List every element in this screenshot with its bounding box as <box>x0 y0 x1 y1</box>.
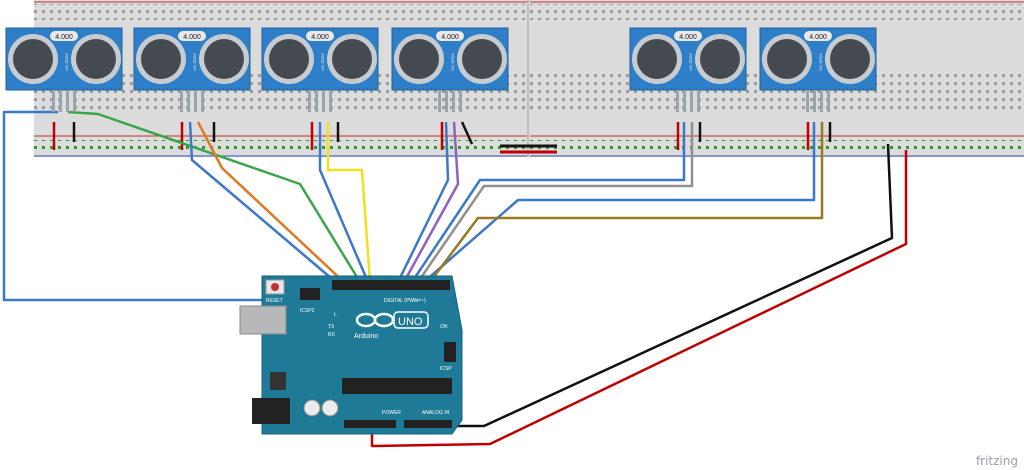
crystal <box>804 31 832 41</box>
sensor-pin <box>73 90 76 112</box>
sensor-pin <box>445 90 448 112</box>
icsp-label: ICSP <box>440 366 452 372</box>
sensor-pin <box>683 90 686 112</box>
crystal-label: 4.000 <box>311 34 329 41</box>
sensor-pin <box>438 90 441 112</box>
sensor-pin <box>187 90 190 112</box>
crystal-label: 4.000 <box>809 34 827 41</box>
arduino-logo: UNO Arduino <box>354 311 429 340</box>
wire-purple <box>402 121 460 283</box>
sensor-pin <box>52 90 55 112</box>
model-label: HC-SR04 <box>192 53 197 71</box>
wire-green <box>67 110 362 283</box>
wire-orange <box>196 121 347 285</box>
capacitor <box>321 399 339 417</box>
sensor-pin <box>322 90 325 112</box>
wire-red-5v <box>370 150 908 448</box>
on-label: ON <box>440 324 448 330</box>
microcontroller-chip <box>342 378 452 394</box>
model-label: HC-SR04 <box>64 53 69 71</box>
power-header <box>344 420 396 428</box>
sensor-pin <box>452 90 455 112</box>
crystal <box>306 31 334 41</box>
sensor-pin <box>201 90 204 112</box>
sensor-pin <box>180 90 183 112</box>
crystal <box>50 31 78 41</box>
icsp2-label: ICSP2 <box>300 308 315 314</box>
voltage-regulator <box>270 372 286 390</box>
wire-yellow <box>326 122 372 283</box>
sensor-pin <box>194 90 197 112</box>
capacitor <box>303 399 321 417</box>
sensor-pin <box>690 90 693 112</box>
crystal-label: 4.000 <box>441 34 459 41</box>
sensor-pin <box>59 90 62 112</box>
sensor-pin <box>813 90 816 112</box>
wire-blue <box>396 121 450 283</box>
sensor-pin <box>806 90 809 112</box>
sensor-pin <box>827 90 830 112</box>
crystal <box>674 31 702 41</box>
wire-blue <box>318 122 370 283</box>
sensor-pin <box>315 90 318 112</box>
sensor-row: 4.000HC-SR044.000HC-SR044.000HC-SR044.00… <box>5 27 877 112</box>
crystal-label: 4.000 <box>679 34 697 41</box>
led-rx-label: RX <box>328 332 336 338</box>
sensor-pin <box>308 90 311 112</box>
sensor-pin <box>459 90 462 112</box>
crystal <box>178 31 206 41</box>
wire-blue <box>188 121 339 285</box>
model-label: HC-SR04 <box>320 53 325 71</box>
wire-blue <box>423 122 816 283</box>
icsp2-header <box>300 288 320 300</box>
wire-black <box>460 121 474 145</box>
model-label: HC-SR04 <box>818 53 823 71</box>
uno-label: UNO <box>398 316 423 328</box>
led-l-label: L <box>334 312 337 318</box>
arduino-brand: Arduino <box>354 333 378 340</box>
crystal-label: 4.000 <box>55 34 73 41</box>
digital-header <box>332 280 450 290</box>
model-label: HC-SR04 <box>450 53 455 71</box>
wire-blue <box>410 122 686 283</box>
digital-label: DIGITAL (PWM=~) <box>384 298 426 304</box>
wire-olive <box>429 122 824 283</box>
led-tx-label: TX <box>328 324 335 330</box>
wires <box>2 110 908 448</box>
rail-jumpers <box>500 144 557 154</box>
sensor-pin <box>676 90 679 112</box>
wire-gray <box>416 122 694 283</box>
power-jack <box>252 398 290 424</box>
usb-port <box>239 305 287 335</box>
icsp-header <box>444 342 456 362</box>
model-label: HC-SR04 <box>688 53 693 71</box>
crystal <box>436 31 464 41</box>
fritzing-watermark: fritzing <box>975 454 1018 468</box>
sensor-pin <box>66 90 69 112</box>
analog-header <box>404 420 452 428</box>
reset-label: RESET <box>266 298 283 304</box>
analog-label: ANALOG IN <box>422 410 450 416</box>
crystal-label: 4.000 <box>183 34 201 41</box>
power-label: POWER <box>382 410 401 416</box>
arduino-uno-board: RESET ICSP2 DIGITAL (PWM=~) UNO Arduino … <box>239 275 463 435</box>
sensor-pin <box>820 90 823 112</box>
sensor-pin <box>329 90 332 112</box>
sensor-pin <box>697 90 700 112</box>
